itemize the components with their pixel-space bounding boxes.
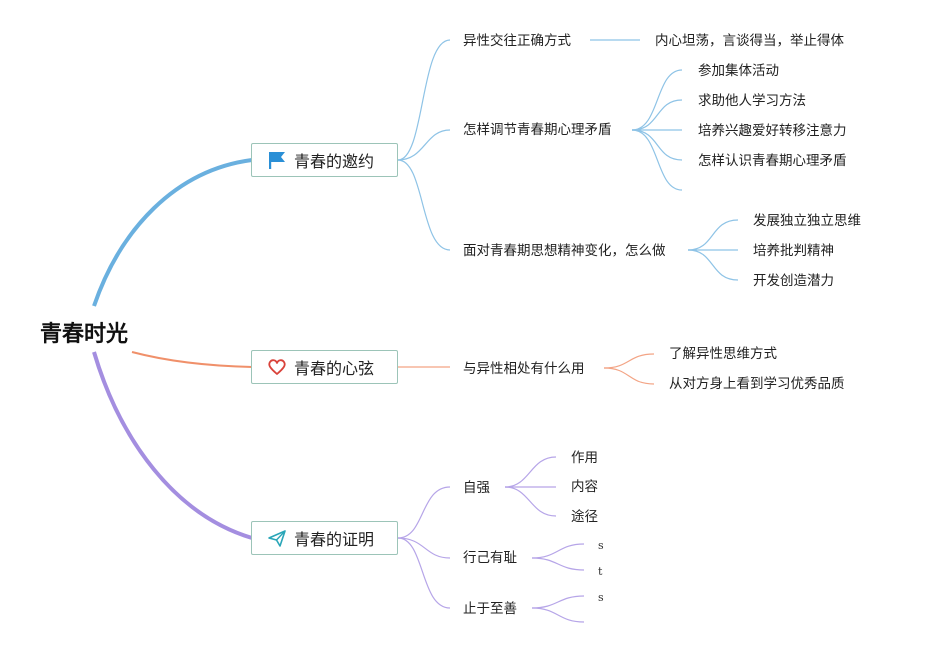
heart-icon [266,356,288,378]
root-to-branch-3-line [92,351,253,540]
leaf-node[interactable]: 内容 [571,479,598,495]
leaf-node[interactable]: 培养兴趣爱好转移注意力 [698,123,847,139]
leaf-node[interactable]: 怎样认识青春期心理矛盾 [698,153,847,169]
b2c1-leaf-line-1 [603,353,655,369]
root-to-branch-1-line [92,158,253,307]
leaf-node[interactable]: 途径 [571,509,598,525]
leaf-node[interactable]: 培养批判精神 [753,243,834,259]
node-adjust-psychology[interactable]: 怎样调节青春期心理矛盾 [463,122,612,138]
branch-youth-proof[interactable]: 青春的证明 [251,521,398,555]
b1-to-c2-line [397,129,451,161]
branch-label: 青春的证明 [294,530,375,549]
leaf-node[interactable]: 开发创造潜力 [753,273,834,289]
c3-leaf-line-3 [687,249,739,281]
c2-leaf-line-4 [631,129,683,161]
b3-to-c3-line [397,537,451,609]
branch-label: 青春的心弦 [294,359,375,378]
leaf-node[interactable]: s [598,591,604,604]
b3-to-c2-line [397,537,451,559]
leaf-node[interactable]: 了解异性思维方式 [669,346,777,362]
root-to-branch-2-line [131,351,253,368]
leaf-node[interactable]: 作用 [571,450,598,466]
branch-label: 青春的邀约 [294,152,375,171]
b3c1-leaf-line-1 [504,456,557,488]
b3c2-leaf-line-2 [531,557,585,571]
paper-plane-icon [266,527,288,549]
node-self-strengthening[interactable]: 自强 [463,480,490,496]
leaf-node[interactable]: 内心坦荡，言谈得当，举止得体 [655,33,844,49]
node-getting-along[interactable]: 与异性相处有什么用 [463,361,585,377]
leaf-node[interactable]: 从对方身上看到学习优秀品质 [669,376,845,392]
b2c1-leaf-line-2 [603,367,655,385]
branch-youth-heartstring[interactable]: 青春的心弦 [251,350,398,384]
c2-leaf-line-2 [631,99,683,131]
c2-leaf-line-1 [631,69,683,131]
flag-icon [266,149,288,171]
b3c3-leaf-line-2 [531,607,585,623]
b3c2-leaf-line-1 [531,543,585,559]
root-topic[interactable]: 青春时光 [40,322,129,347]
leaf-node[interactable]: t [598,565,603,578]
leaf-node[interactable]: 求助他人学习方法 [698,93,806,109]
leaf-node[interactable]: 发展独立独立思维 [753,213,861,229]
c3-leaf-line-1 [687,219,739,251]
b1-to-c3-line [397,159,451,251]
b3c1-leaf-line-3 [504,486,557,517]
node-sense-of-shame[interactable]: 行己有耻 [463,550,517,566]
b3-to-c1-line [397,486,451,539]
b1-to-c1-line [397,39,451,161]
c2-leaf-line-5 [631,129,683,191]
node-mind-changes[interactable]: 面对青春期思想精神变化，怎么做 [463,243,666,259]
node-pursue-excellence[interactable]: 止于至善 [463,601,517,617]
b3c3-leaf-line-1 [531,595,585,609]
branch-youth-invitation[interactable]: 青春的邀约 [251,143,398,177]
leaf-node[interactable]: 参加集体活动 [698,63,779,79]
node-heterosexual-interaction[interactable]: 异性交往正确方式 [463,33,571,49]
leaf-node[interactable]: s [598,539,604,552]
